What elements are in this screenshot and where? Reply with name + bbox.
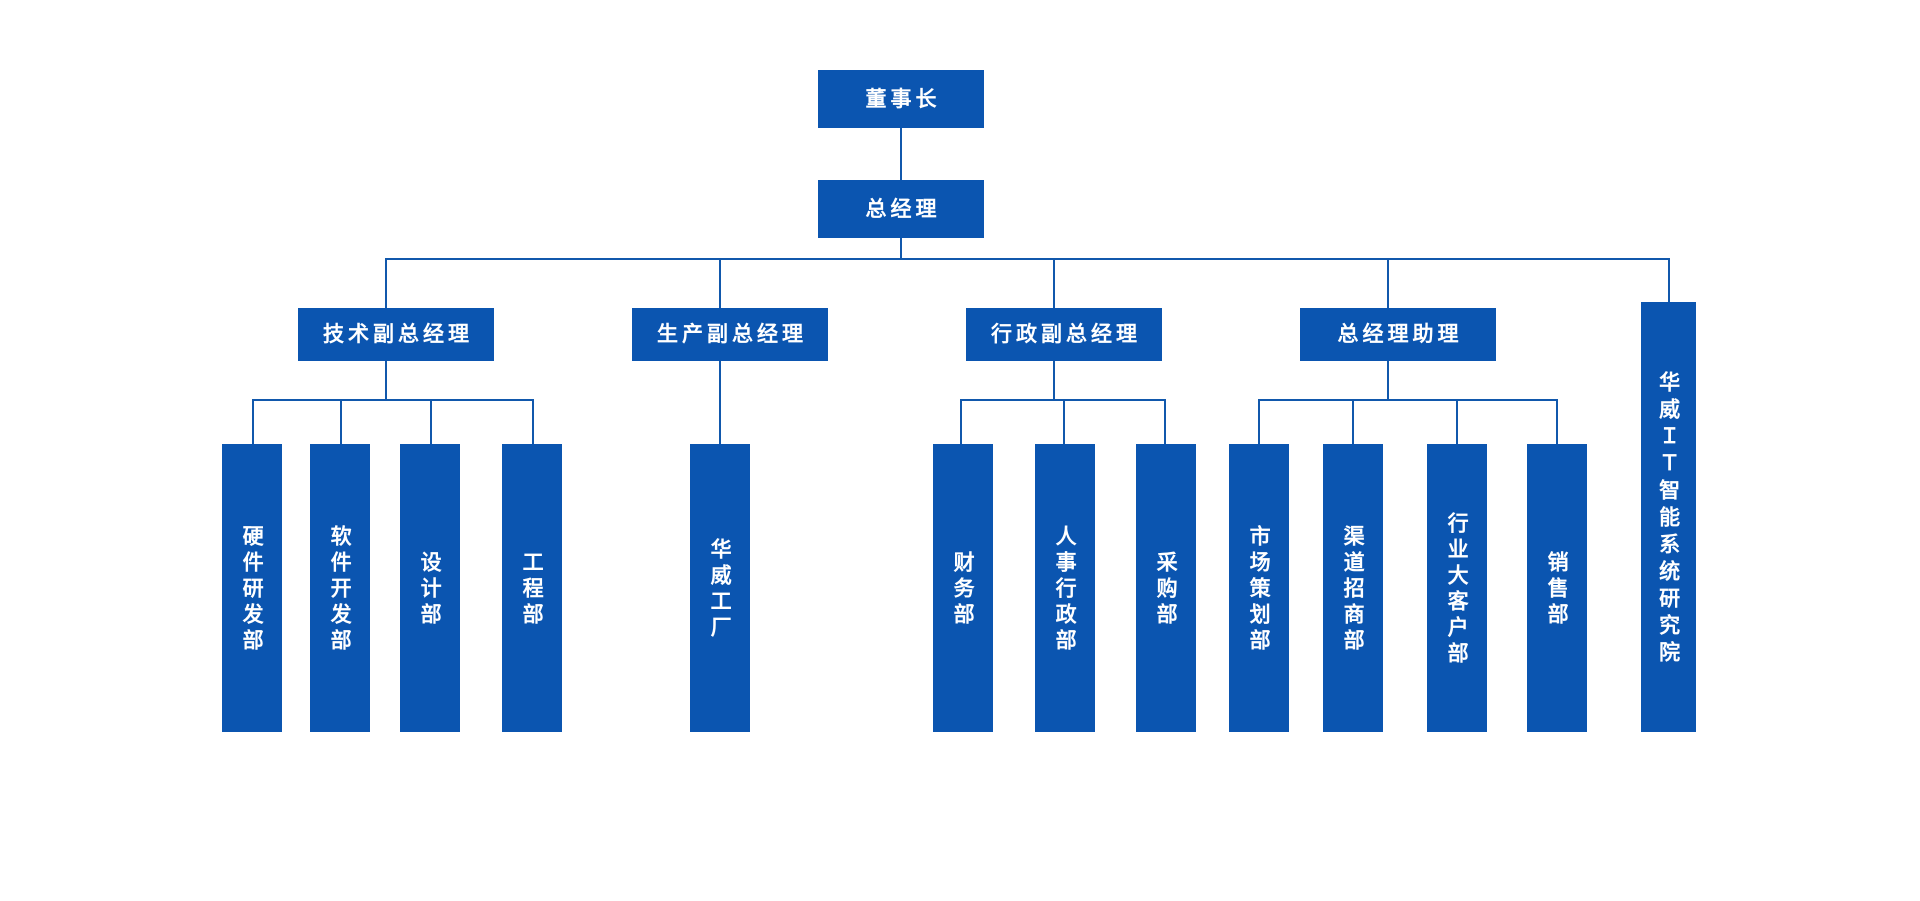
node-dept-software-dev-label: 软件开发部: [328, 525, 353, 655]
node-dept-engineering-label: 工程部: [520, 551, 545, 629]
node-dept-hardware-rd-label: 硬件研发部: [240, 525, 265, 655]
node-vp-tech[interactable]: 技术副总经理: [298, 308, 494, 361]
edge-general-manager-drop: [900, 238, 902, 260]
node-dept-finance[interactable]: 财务部: [933, 444, 993, 732]
edge-vp-tech-drop: [385, 361, 387, 400]
edge-vp-tech-drop-hardware: [252, 399, 254, 444]
edge-chairman-to-general-manager: [900, 128, 902, 182]
edge-gm-assistant-drop-channel: [1352, 399, 1354, 444]
edge-bus-drop-vp-production: [719, 258, 721, 310]
node-dept-factory-label: 华威工厂: [708, 538, 733, 642]
edge-vp-production-to-factory: [719, 361, 721, 444]
node-dept-purchasing-label: 采购部: [1154, 551, 1179, 629]
node-dept-hardware-rd[interactable]: 硬件研发部: [222, 444, 282, 732]
node-vp-admin[interactable]: 行政副总经理: [966, 308, 1162, 361]
node-dept-sales[interactable]: 销售部: [1527, 444, 1587, 732]
node-dept-design[interactable]: 设计部: [400, 444, 460, 732]
node-dept-marketing-label: 市场策划部: [1247, 525, 1272, 655]
node-dept-purchasing[interactable]: 采购部: [1136, 444, 1196, 732]
node-gm-assistant[interactable]: 总经理助理: [1300, 308, 1496, 361]
edge-vp-admin-drop: [1053, 361, 1055, 400]
edge-bus-drop-vp-tech: [385, 258, 387, 310]
edge-bus-drop-vp-admin: [1053, 258, 1055, 310]
edge-bus-drop-gm-assistant: [1387, 258, 1389, 310]
node-gm-assistant-label: 总经理助理: [1337, 322, 1463, 347]
node-vp-tech-label: 技术副总经理: [323, 322, 473, 347]
node-research-institute-label: 华威ＩＴ智能系统研究院: [1656, 370, 1681, 668]
edge-gm-assistant-drop-sales: [1556, 399, 1558, 444]
node-research-institute[interactable]: 华威ＩＴ智能系统研究院: [1641, 302, 1696, 732]
node-vp-production[interactable]: 生产副总经理: [632, 308, 828, 361]
node-dept-channel[interactable]: 渠道招商部: [1323, 444, 1383, 732]
edge-vp-tech-drop-design: [430, 399, 432, 444]
edge-gm-assistant-drop: [1387, 361, 1389, 400]
edge-vp-admin-drop-purchasing: [1164, 399, 1166, 444]
edge-vp-admin-drop-hr: [1063, 399, 1065, 444]
node-dept-software-dev[interactable]: 软件开发部: [310, 444, 370, 732]
node-dept-design-label: 设计部: [418, 551, 443, 629]
node-dept-finance-label: 财务部: [951, 551, 976, 629]
edge-gm-assistant-bus: [1258, 399, 1558, 401]
node-chairman[interactable]: 董事长: [818, 70, 984, 128]
node-dept-key-accounts-label: 行业大客户部: [1445, 512, 1470, 668]
node-dept-hr-admin[interactable]: 人事行政部: [1035, 444, 1095, 732]
edge-bus-drop-research-institute: [1668, 258, 1670, 302]
node-dept-marketing[interactable]: 市场策划部: [1229, 444, 1289, 732]
node-dept-channel-label: 渠道招商部: [1341, 525, 1366, 655]
edge-level3-bus: [385, 258, 1670, 260]
node-dept-engineering[interactable]: 工程部: [502, 444, 562, 732]
edge-vp-tech-bus: [252, 399, 534, 401]
node-dept-hr-admin-label: 人事行政部: [1053, 525, 1078, 655]
edge-vp-tech-drop-engineering: [532, 399, 534, 444]
node-dept-factory[interactable]: 华威工厂: [690, 444, 750, 732]
edge-gm-assistant-drop-key-accounts: [1456, 399, 1458, 444]
node-general-manager-label: 总经理: [865, 196, 941, 221]
node-dept-sales-label: 销售部: [1545, 551, 1570, 629]
node-chairman-label: 董事长: [865, 86, 941, 111]
edge-vp-tech-drop-software: [340, 399, 342, 444]
node-general-manager[interactable]: 总经理: [818, 180, 984, 238]
node-vp-admin-label: 行政副总经理: [991, 322, 1141, 347]
node-dept-key-accounts[interactable]: 行业大客户部: [1427, 444, 1487, 732]
node-vp-production-label: 生产副总经理: [657, 322, 807, 347]
edge-vp-admin-drop-finance: [960, 399, 962, 444]
edge-gm-assistant-drop-marketing: [1258, 399, 1260, 444]
